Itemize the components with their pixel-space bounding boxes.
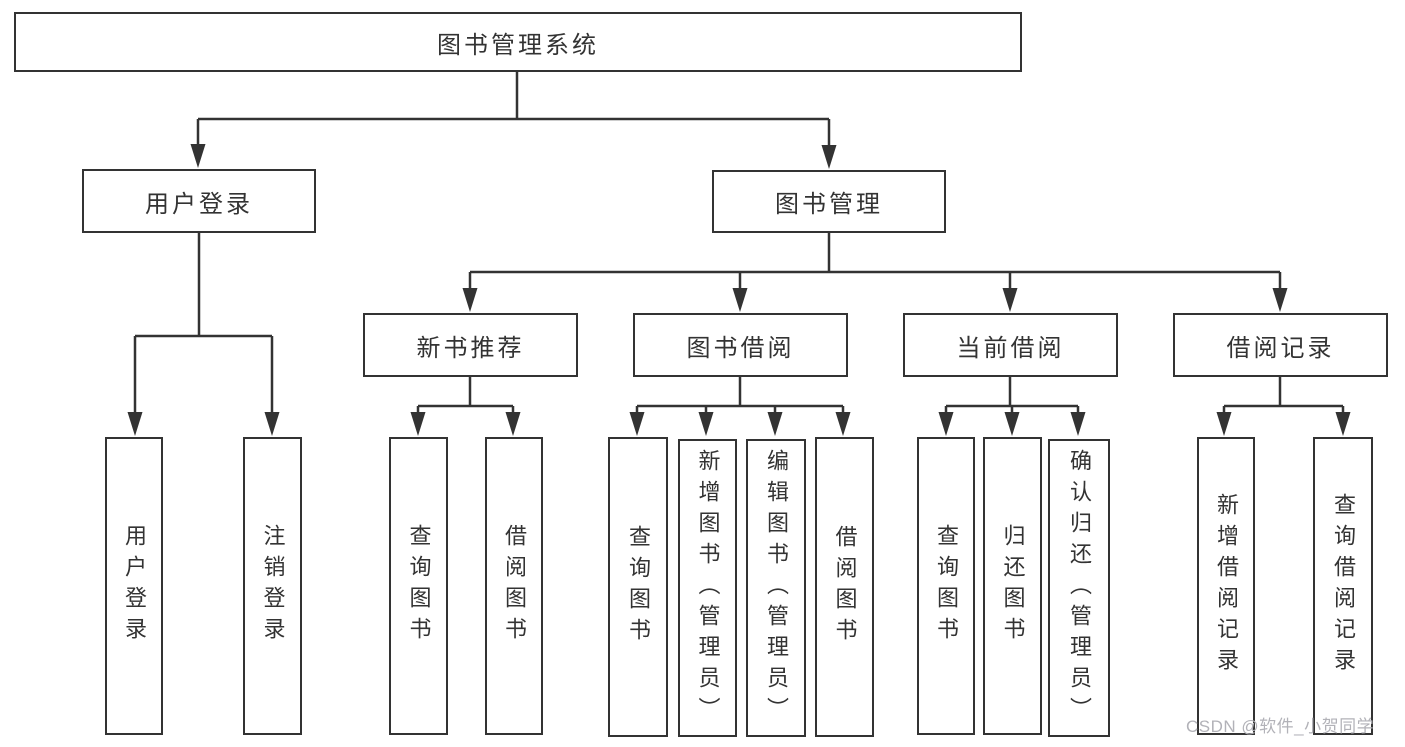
leaf-query-books-3: 查询图书: [917, 437, 975, 735]
arrow-down-icon: [190, 144, 206, 168]
leaf-edit-books-admin: 编辑图书（管理员）: [746, 439, 806, 737]
leaf-label: 确认归还（管理员）: [1067, 448, 1092, 728]
leaf-label: 用户登录: [122, 524, 147, 648]
leaf-borrow-books-2: 借阅图书: [815, 437, 874, 737]
arrow-down-icon: [1004, 412, 1020, 436]
arrow-down-icon: [410, 412, 426, 436]
arrow-down-icon: [629, 412, 645, 436]
node-borrow-records: 借阅记录: [1173, 313, 1388, 377]
leaf-label: 查询图书: [626, 525, 651, 649]
leaf-label: 查询图书: [406, 524, 432, 648]
leaf-query-books-2: 查询图书: [608, 437, 668, 737]
node-book-borrowing: 图书借阅: [633, 313, 848, 377]
arrow-down-icon: [767, 412, 783, 436]
node-user-login: 用户登录: [82, 169, 316, 233]
leaf-add-borrow-record: 新增借阅记录: [1197, 437, 1255, 735]
node-library-system: 图书管理系统: [14, 12, 1022, 72]
leaf-label: 注销登录: [260, 524, 286, 648]
leaf-label: 编辑图书（管理员）: [764, 448, 789, 728]
leaf-label: 查询借阅记录: [1331, 493, 1356, 679]
arrow-down-icon: [732, 288, 748, 312]
arrow-down-icon: [1070, 412, 1086, 436]
leaf-logout-login: 注销登录: [243, 437, 302, 735]
node-book-management: 图书管理: [712, 170, 946, 233]
leaf-return-books: 归还图书: [983, 437, 1042, 735]
arrow-down-icon: [1216, 412, 1232, 436]
arrow-down-icon: [938, 412, 954, 436]
leaf-query-borrow-record: 查询借阅记录: [1313, 437, 1373, 735]
arrow-down-icon: [462, 288, 478, 312]
arrowheads: [127, 144, 1351, 436]
leaf-label: 借阅图书: [502, 524, 527, 648]
leaf-label: 借阅图书: [832, 525, 858, 649]
arrow-down-icon: [505, 412, 521, 436]
arrow-down-icon: [127, 412, 143, 436]
arrow-down-icon: [821, 145, 837, 169]
arrow-down-icon: [1272, 288, 1288, 312]
arrow-down-icon: [698, 412, 714, 436]
leaf-label: 查询图书: [934, 524, 959, 648]
leaf-borrow-books-1: 借阅图书: [485, 437, 543, 735]
arrow-down-icon: [264, 412, 280, 436]
arrow-down-icon: [835, 412, 851, 436]
arrow-down-icon: [1002, 288, 1018, 312]
watermark-text: CSDN @软件_小贺同学: [1186, 717, 1375, 736]
arrow-down-icon: [1335, 412, 1351, 436]
leaf-add-books-admin: 新增图书（管理员）: [678, 439, 737, 737]
leaf-label: 归还图书: [1000, 524, 1026, 648]
leaf-query-books-1: 查询图书: [389, 437, 448, 735]
leaf-confirm-return-admin: 确认归还（管理员）: [1048, 439, 1110, 737]
leaf-user-login: 用户登录: [105, 437, 163, 735]
node-new-book-recommend: 新书推荐: [363, 313, 578, 377]
leaf-label: 新增借阅记录: [1214, 493, 1239, 679]
leaf-label: 新增图书（管理员）: [695, 448, 721, 728]
node-current-borrowing: 当前借阅: [903, 313, 1118, 377]
